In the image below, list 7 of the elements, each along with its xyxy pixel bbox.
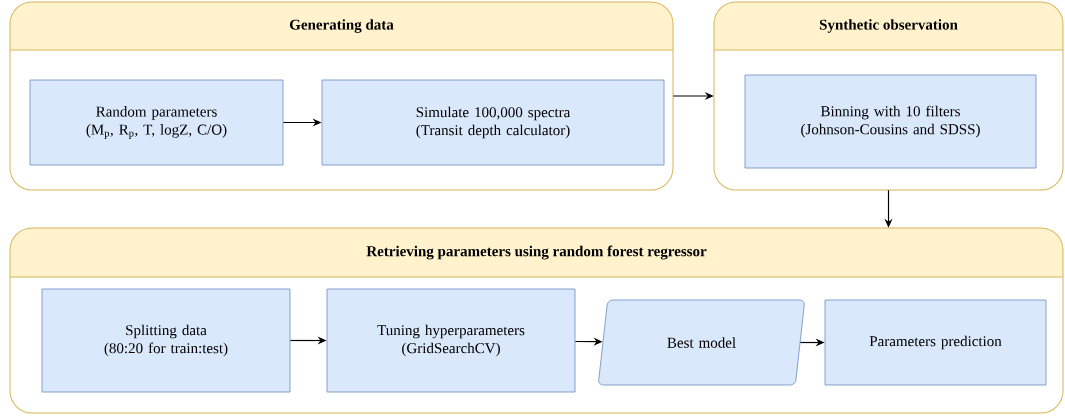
- process-box: Random parameters (M$_{p}$, R$_{p}$, T, logZ, C/O): [29, 79, 284, 166]
- process-box: Parameters prediction: [824, 299, 1047, 386]
- process-box: Tuning hyperparameters (GridSearchCV): [326, 288, 576, 393]
- process-box: Binning with 10 filters (Johnson-Cousins and SDSS): [744, 74, 1037, 169]
- data-parallelogram: Best model: [598, 299, 805, 386]
- process-box: Splitting data (80:20 for train:test): [41, 288, 291, 393]
- process-box: Simulate 100,000 spectra (Transit depth calculator): [321, 79, 665, 166]
